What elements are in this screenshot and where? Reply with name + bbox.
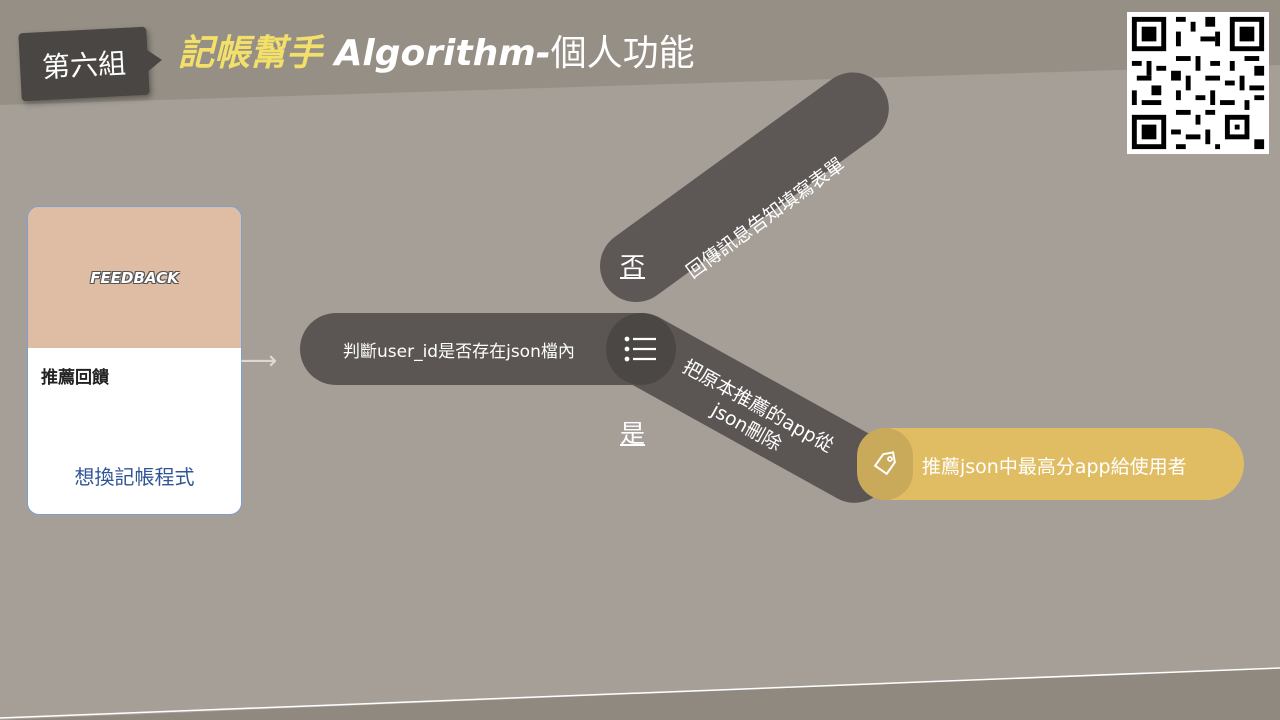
qr-code-graphic xyxy=(1127,12,1269,154)
card-label: 推薦回饋 xyxy=(41,368,109,388)
title-highlight: 記帳幫手 xyxy=(178,33,323,74)
list-icon xyxy=(606,313,676,385)
qr-code xyxy=(1127,12,1269,154)
switch-app-link[interactable]: 想換記帳程式 xyxy=(74,465,195,489)
group-label: 第六組 xyxy=(41,46,127,85)
final-step-text: 推薦json中最高分app給使用者 xyxy=(922,456,1187,478)
no-label: 否 xyxy=(620,252,646,281)
right-arrow-icon: ⟶ xyxy=(240,346,278,376)
list-icon-graphic xyxy=(624,336,656,362)
final-step-pill xyxy=(857,428,1244,500)
decision-text: 判斷user_id是否存在json檔內 xyxy=(343,342,575,362)
feedback-card[interactable]: FEEDBACK 推薦回饋 想換記帳程式 xyxy=(27,206,242,515)
page-title: 記帳幫手 Algorithm-個人功能 xyxy=(178,24,695,76)
title-suffix: 個人功能 xyxy=(550,33,695,74)
title-algorithm: Algorithm- xyxy=(334,33,551,74)
tag-icon xyxy=(857,428,913,500)
feedback-banner-text: FEEDBACK xyxy=(90,268,179,287)
group-tag: 第六組 xyxy=(18,26,150,102)
yes-label: 是 xyxy=(620,419,646,448)
feedback-banner: FEEDBACK xyxy=(28,207,241,348)
tag-icon-graphic xyxy=(873,451,896,476)
